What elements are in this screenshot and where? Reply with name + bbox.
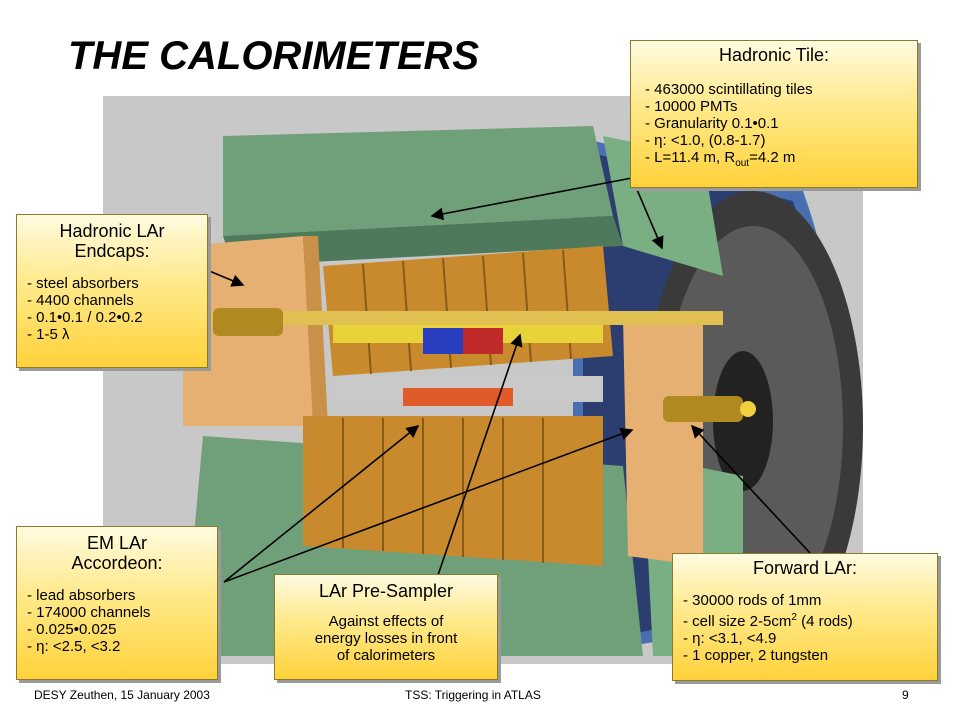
hadronic-tile-heading: Hadronic Tile:: [718, 45, 830, 65]
superscript: 2: [791, 612, 797, 623]
calorimeter-illustration: [103, 96, 863, 664]
lar-presampler-box: LAr Pre-Sampler Against effects of energ…: [274, 574, 498, 680]
em-item: - 0.025•0.025: [27, 621, 117, 638]
hec-right: [623, 316, 703, 566]
forward-lar-item: - 30000 rods of 1mm: [683, 592, 822, 609]
hec-heading-line2: Endcaps:: [74, 241, 150, 261]
hadronic-tile-box: Hadronic Tile: - 463000 scintillating ti…: [630, 40, 918, 188]
arrow-tile-extended: [631, 177, 664, 250]
em-item: - 174000 channels: [27, 604, 151, 621]
hec-item: - 0.1•0.1 / 0.2•0.2: [27, 309, 143, 326]
arrow-em-endcap: [223, 427, 634, 583]
hadronic-tile-item: - Granularity 0.1•0.1: [645, 115, 779, 132]
hadronic-lar-endcaps-box: Hadronic LAr Endcaps: - steel absorbers …: [16, 214, 208, 368]
forward-lar-item-text: - cell size 2-5cm: [683, 613, 792, 630]
forward-lar-box: Forward LAr: - 30000 rods of 1mm - cell …: [672, 553, 938, 681]
beam-pipe: [203, 311, 723, 325]
fcal-right: [663, 396, 743, 422]
em-item: - η: <2.5, <3.2: [27, 638, 121, 655]
arrow-presampler: [436, 333, 523, 579]
em-barrel-bottom: [303, 416, 603, 566]
hadronic-tile-item: - 10000 PMTs: [645, 98, 738, 115]
forward-lar-item: - cell size 2-5cm2 (4 rods): [683, 609, 937, 630]
em-item: - lead absorbers: [27, 587, 136, 604]
fcal-left: [213, 308, 283, 336]
hec-heading-line1: Hadronic LAr: [59, 221, 165, 241]
hadronic-tile-item: - 463000 scintillating tiles: [645, 81, 813, 98]
inner-band-blue: [423, 328, 463, 354]
forward-lar-item: - 1 copper, 2 tungsten: [683, 647, 829, 664]
hadronic-tile-item-text: - L=11.4 m, R: [645, 149, 736, 166]
arrow-em-barrel: [223, 424, 420, 583]
inner-band-red: [463, 328, 503, 354]
presampler-body-line: Against effects of: [328, 613, 444, 630]
footer-left: DESY Zeuthen, 15 January 2003: [34, 688, 210, 702]
presampler-body-line: of calorimeters: [336, 647, 436, 664]
footer-center: TSS: Triggering in ATLAS: [405, 688, 541, 702]
em-lar-accordeon-box: EM LAr Accordeon: - lead absorbers - 174…: [16, 526, 218, 680]
subscript: out: [735, 158, 750, 169]
forward-lar-heading: Forward LAr:: [752, 558, 858, 578]
hadronic-tile-item: - L=11.4 m, Rout=4.2 m: [645, 149, 917, 172]
arrow-tile-barrel: [430, 177, 633, 221]
tile-barrel-top: [223, 126, 613, 236]
hadronic-tile-item-text: =4.2 m: [749, 149, 796, 166]
em-heading-line1: EM LAr: [86, 533, 147, 553]
hec-item: - 1-5 λ: [27, 326, 70, 343]
presampler-heading: LAr Pre-Sampler: [318, 581, 454, 601]
forward-lar-item: - η: <3.1, <4.9: [683, 630, 777, 647]
slide-title: THE CALORIMETERS: [68, 34, 480, 78]
hec-item: - 4400 channels: [27, 292, 134, 309]
forward-lar-item-text: (4 rods): [796, 613, 853, 630]
presampler-body-line: energy losses in front: [314, 630, 458, 647]
arrow-fcal: [690, 424, 811, 554]
hec-item: - steel absorbers: [27, 275, 139, 292]
em-heading-line2: Accordeon:: [71, 553, 163, 573]
page-number: 9: [902, 688, 909, 702]
hadronic-tile-item: - η: <1.0, (0.8-1.7): [645, 132, 766, 149]
